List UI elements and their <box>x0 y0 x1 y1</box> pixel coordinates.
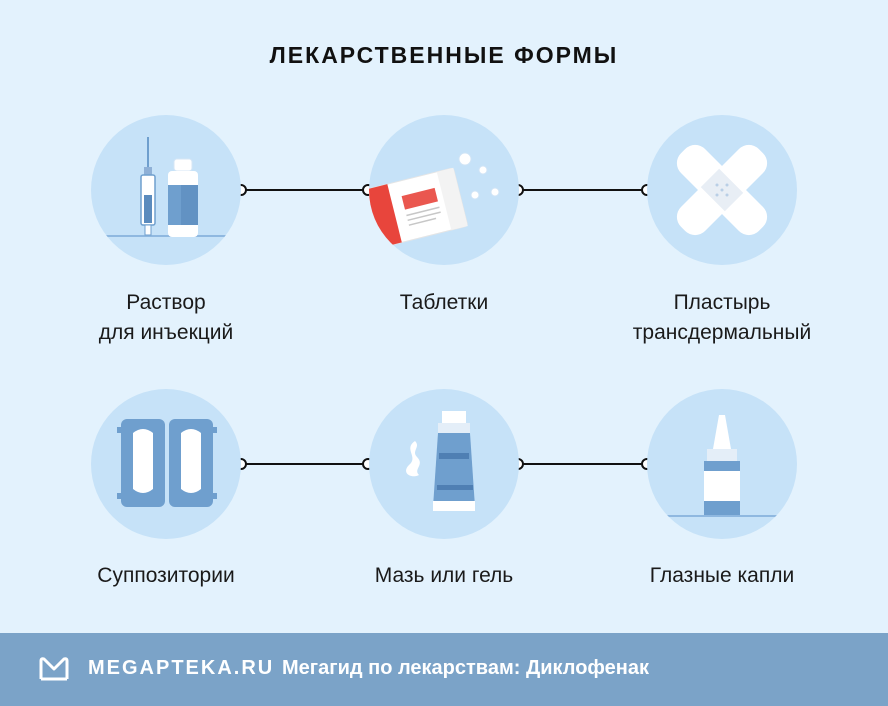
syringe-vial-icon <box>91 115 241 265</box>
suppository-icon <box>91 389 241 539</box>
brand-name[interactable]: MEGAPTEKA.RU <box>88 657 275 679</box>
eye-drops-icon <box>647 389 797 539</box>
patch-icon <box>647 115 797 265</box>
form-label-eye-drops: Глазные капли <box>649 564 795 587</box>
tablets-box-icon <box>369 115 519 265</box>
footer-bar: MEGAPTEKA.RU Мегагид по лекарствам: Дикл… <box>0 633 888 706</box>
page-title: ЛЕКАРСТВЕННЫЕ ФОРМЫ <box>269 42 619 68</box>
footer-subtitle: Мегагид по лекарствам: Диклофенак <box>282 657 649 679</box>
ointment-tube-icon <box>369 389 519 539</box>
form-label-ointment: Мазь или гель <box>374 564 514 587</box>
form-label-tablets: Таблетки <box>399 291 489 314</box>
form-label-suppository: Суппозитории <box>97 564 235 587</box>
megapteka-logo-icon <box>39 657 69 681</box>
form-label-patch: Пластырь трансдермальный <box>632 291 812 344</box>
form-label-injection: Раствор для инъекций <box>98 291 234 344</box>
